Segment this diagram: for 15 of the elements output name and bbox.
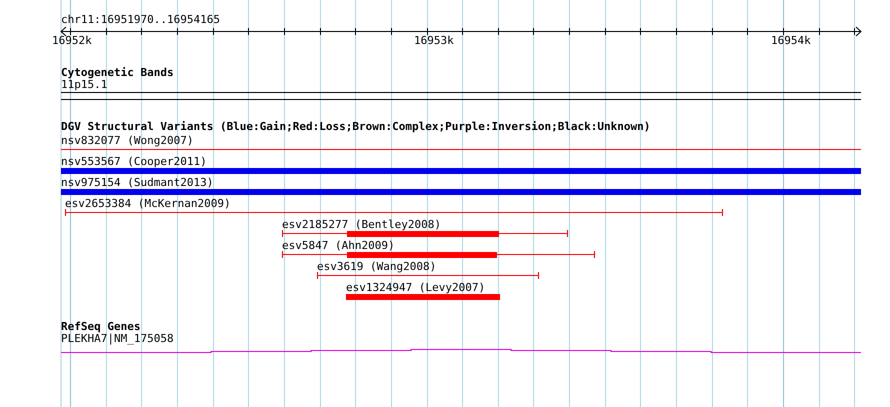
variant-label: esv1324947 (Levy2007) <box>346 282 486 293</box>
variant-label: esv5847 (Ahn2009) <box>282 240 395 251</box>
variant-label: esv2653384 (McKernan2009) <box>65 198 231 209</box>
coordinate-range: chr11:16951970..16954165 <box>61 14 220 25</box>
tick-label: 16952k <box>52 35 92 46</box>
variant-label: nsv553567 (Cooper2011) <box>61 156 207 167</box>
tick-label: 16954k <box>771 35 811 46</box>
tick-label: 16953k <box>414 35 454 46</box>
track-heading: DGV Structural Variants (Blue:Gain;Red:Loss;Brown:Complex;Purple:Inversion;Black:Unknown) <box>61 121 650 132</box>
band-label: 11p15.1 <box>61 79 108 90</box>
variant-label: nsv832077 (Wong2007) <box>61 135 194 146</box>
variant-label: esv2185277 (Bentley2008) <box>282 219 441 230</box>
gene-label: PLEKHA7|NM_175058 <box>61 333 174 344</box>
variant-label: esv3619 (Wang2008) <box>317 261 436 272</box>
variant-label: nsv975154 (Sudmant2013) <box>61 177 214 188</box>
